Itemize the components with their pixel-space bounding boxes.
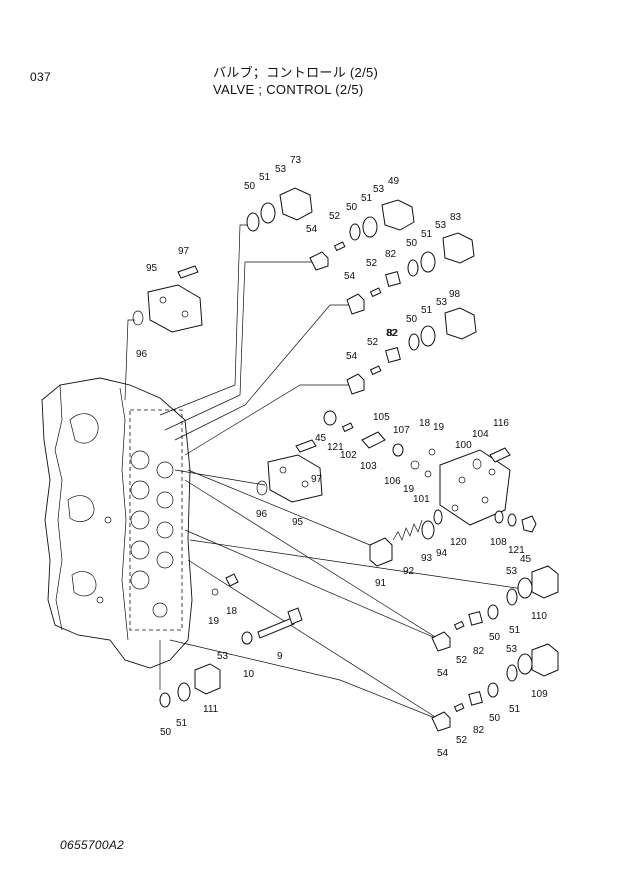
callout: 109	[531, 689, 548, 700]
callout: 97	[311, 474, 323, 485]
callout: 107	[393, 425, 410, 436]
callout: 51	[509, 704, 521, 715]
callout: 50	[489, 632, 501, 643]
callout: 121	[508, 545, 525, 556]
callout: 82	[385, 249, 397, 260]
callout: 51	[509, 625, 521, 636]
callout: 111	[203, 704, 219, 715]
callout: 83	[450, 212, 462, 223]
callout: 51	[421, 305, 433, 316]
callout: 50	[346, 202, 358, 213]
callout: 53	[373, 184, 385, 195]
callout: 121	[327, 442, 344, 453]
callout: 52	[329, 211, 341, 222]
callout: 104	[472, 429, 489, 440]
callout: 45	[520, 554, 532, 565]
callout: 96	[136, 349, 148, 360]
callout: 51	[176, 718, 188, 729]
callout: 98	[449, 289, 461, 300]
callout: 91	[375, 578, 387, 589]
callout: 54	[344, 271, 356, 282]
callout: 82	[473, 646, 485, 657]
callout: 53	[506, 566, 518, 577]
callout: 52	[456, 655, 468, 666]
callout: 97	[178, 246, 190, 257]
callout: 54	[346, 351, 358, 362]
callout: 52	[367, 337, 379, 348]
callout: 105	[373, 412, 390, 423]
callout: 94	[436, 548, 448, 559]
callout: 50	[406, 314, 418, 325]
callout: 110	[531, 611, 547, 622]
callout: 52	[366, 258, 378, 269]
callout-labels: 73 53 51 50 49 53 51 50 83 53 51 50 97 9…	[136, 155, 548, 759]
callout: 106	[384, 476, 401, 487]
callout: 9	[277, 651, 283, 662]
callout: 53	[435, 220, 447, 231]
callout: 52	[456, 735, 468, 746]
callout: 50	[160, 727, 172, 738]
callout: 102	[340, 450, 357, 461]
callout: 93	[421, 553, 433, 564]
callout: 101	[413, 494, 430, 505]
callout: 95	[146, 263, 158, 274]
callout: 92	[403, 566, 415, 577]
callout: 51	[421, 229, 433, 240]
callout: 53	[436, 297, 448, 308]
callout: 96	[256, 509, 268, 520]
callout: 116	[493, 418, 509, 429]
callout: 82	[473, 725, 485, 736]
callout: 45	[315, 433, 327, 444]
page-number: 037	[30, 70, 51, 84]
callout: 120	[450, 537, 467, 548]
callout: 54	[437, 668, 449, 679]
callout: 53	[217, 651, 229, 662]
callout: 50	[244, 181, 256, 192]
drawing-code: 0655700A2	[60, 838, 125, 852]
callout: 19	[208, 616, 220, 627]
callout: 82	[386, 328, 398, 339]
callout: 50	[406, 238, 418, 249]
callout: 103	[360, 461, 377, 472]
valve-body	[41, 377, 193, 669]
title-japanese: バルブ；コントロール (2/5)	[213, 65, 379, 80]
callout: 10	[243, 669, 255, 680]
callout: 82	[387, 328, 399, 339]
callout: 73	[290, 155, 302, 166]
callout: 54	[437, 748, 449, 759]
callout: 19	[433, 422, 445, 433]
leader-lines	[124, 224, 531, 721]
callout: 54	[306, 224, 318, 235]
callout: 50	[489, 713, 501, 724]
part-shapes	[132, 187, 559, 732]
title-english: VALVE ; CONTROL (2/5)	[213, 82, 364, 97]
callout: 49	[388, 176, 400, 187]
callout: 108	[490, 537, 507, 548]
callout: 51	[361, 193, 373, 204]
callout: 18	[419, 418, 431, 429]
callout: 51	[259, 172, 271, 183]
callout: 100	[455, 440, 472, 451]
callout: 95	[292, 517, 304, 528]
callout: 18	[226, 606, 238, 617]
callout: 53	[275, 164, 287, 175]
callout: 53	[506, 644, 518, 655]
callout: 19	[403, 484, 415, 495]
